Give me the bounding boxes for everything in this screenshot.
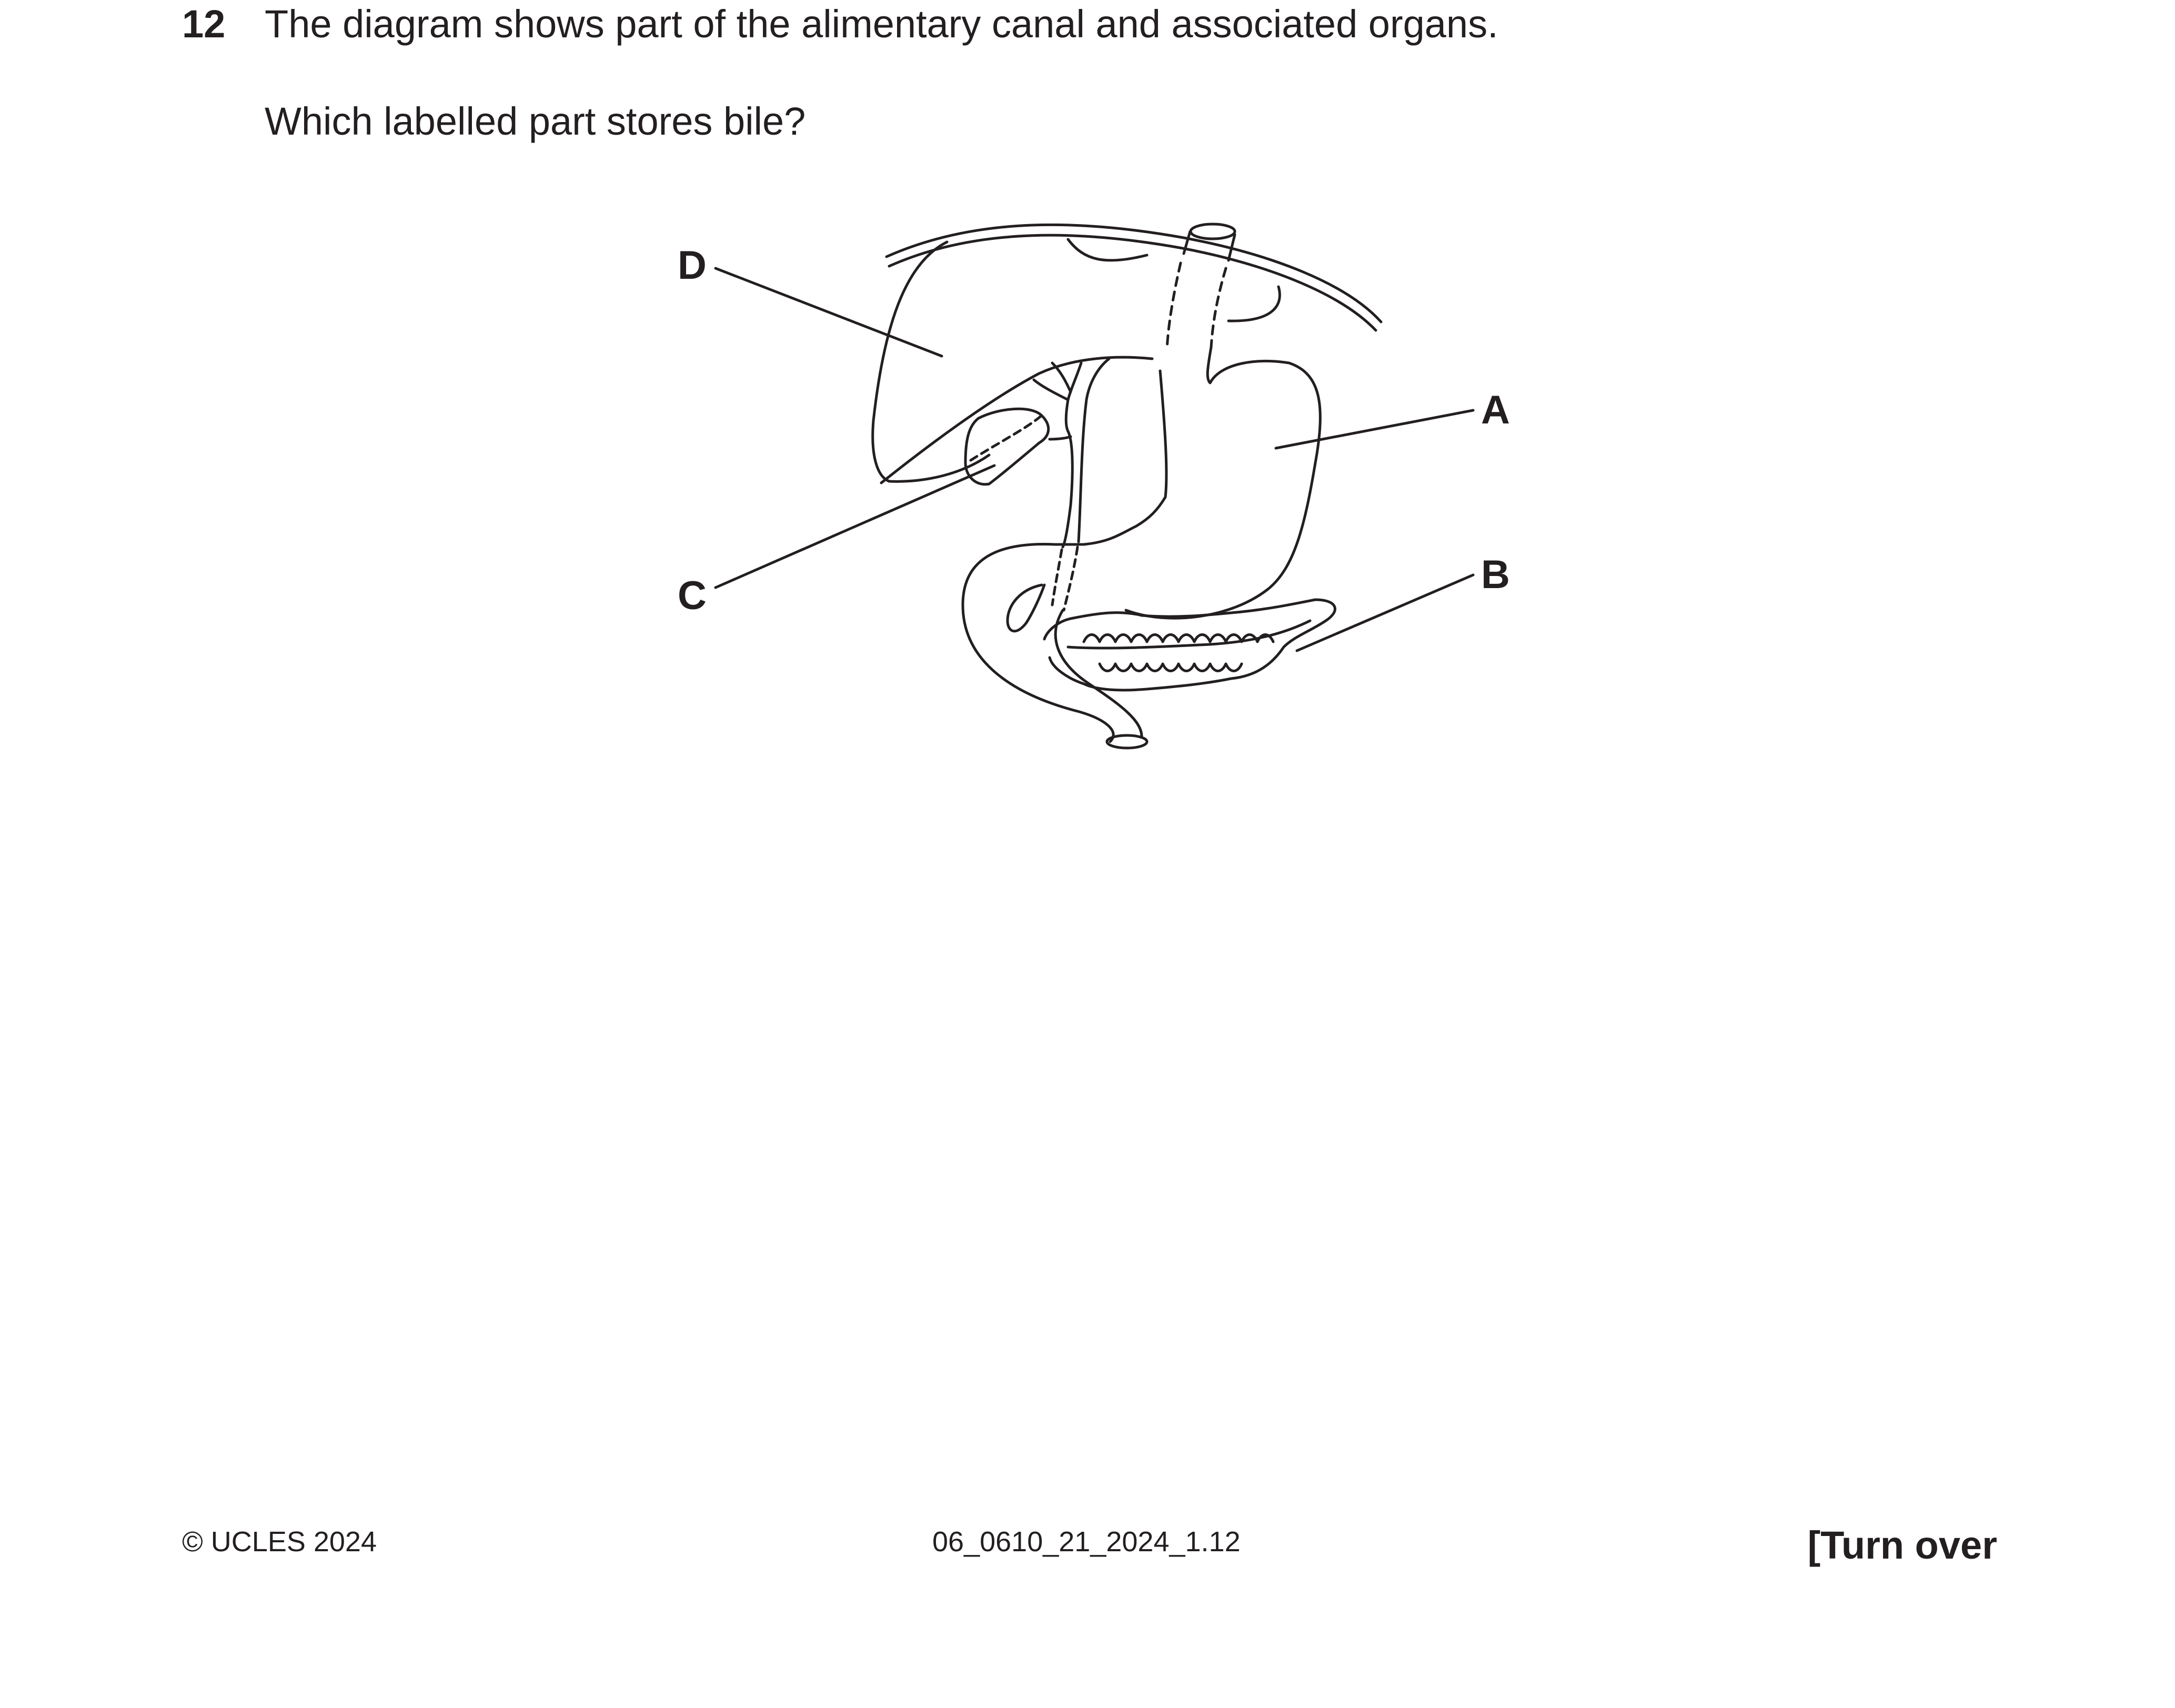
pancreas-lobules-upper: [1082, 633, 1275, 643]
oesophagus-right-wall: [1227, 233, 1236, 262]
label-d-line: [714, 267, 943, 358]
common-bile-duct-left: [1061, 430, 1074, 549]
common-bile-duct-right: [1077, 357, 1111, 543]
liver-outline: [871, 240, 991, 483]
duodenum-outer: [961, 542, 1115, 743]
label-a: A: [1481, 388, 1510, 432]
diaphragm-outline: [885, 223, 1383, 324]
oesophagus-left-wall: [1182, 230, 1192, 255]
oesophagus-top: [1189, 223, 1236, 240]
duodenum-inner-loop: [1054, 609, 1143, 738]
hepatic-duct-left: [1032, 378, 1070, 401]
copyright-notice: © UCLES 2024: [182, 1526, 377, 1558]
question-number: 12: [182, 2, 226, 46]
label-c-line: [714, 464, 996, 589]
digestive-system-diagram: D A B C: [652, 200, 1547, 768]
stomach-outline: [1124, 346, 1322, 620]
pancreas-duct: [1066, 619, 1312, 650]
label-b-line: [1295, 573, 1475, 652]
stomach-fundus: [1227, 285, 1281, 322]
pancreas-lobules-lower: [1098, 662, 1243, 672]
duodenum-inner: [1006, 583, 1046, 633]
paper-code: 06_0610_21_2024_1.12: [932, 1526, 1241, 1558]
label-c: C: [678, 573, 707, 618]
oesophagus-hidden-left: [1165, 261, 1182, 351]
oesophagus-hidden-right: [1210, 267, 1227, 349]
liver-lower-edge: [880, 356, 1154, 484]
bile-duct-hidden-right: [1062, 545, 1079, 612]
label-a-line: [1274, 409, 1475, 450]
hepatic-duct-branch: [1064, 361, 1083, 433]
stomach-lesser-curve: [1053, 369, 1168, 546]
gall-bladder-outline: [964, 407, 1050, 486]
question-prompt: Which labelled part stores bile?: [265, 99, 806, 143]
question-text: The diagram shows part of the alimentary…: [265, 2, 1498, 46]
bile-duct-hidden-left: [1051, 548, 1063, 607]
label-b: B: [1481, 552, 1510, 597]
cystic-duct: [1048, 435, 1072, 441]
label-d: D: [678, 243, 707, 288]
liver-top-notch: [1066, 238, 1149, 262]
turn-over-notice: [Turn over: [1807, 1523, 1997, 1567]
gall-bladder-hidden-edge: [969, 411, 1046, 462]
duodenum-cut-end: [1105, 734, 1149, 750]
diaphragm-inner-outline: [888, 234, 1377, 332]
hepatic-duct-right: [1051, 361, 1072, 393]
digestive-system-svg: D A B C: [678, 223, 1510, 750]
pancreas-outline: [1043, 598, 1336, 692]
